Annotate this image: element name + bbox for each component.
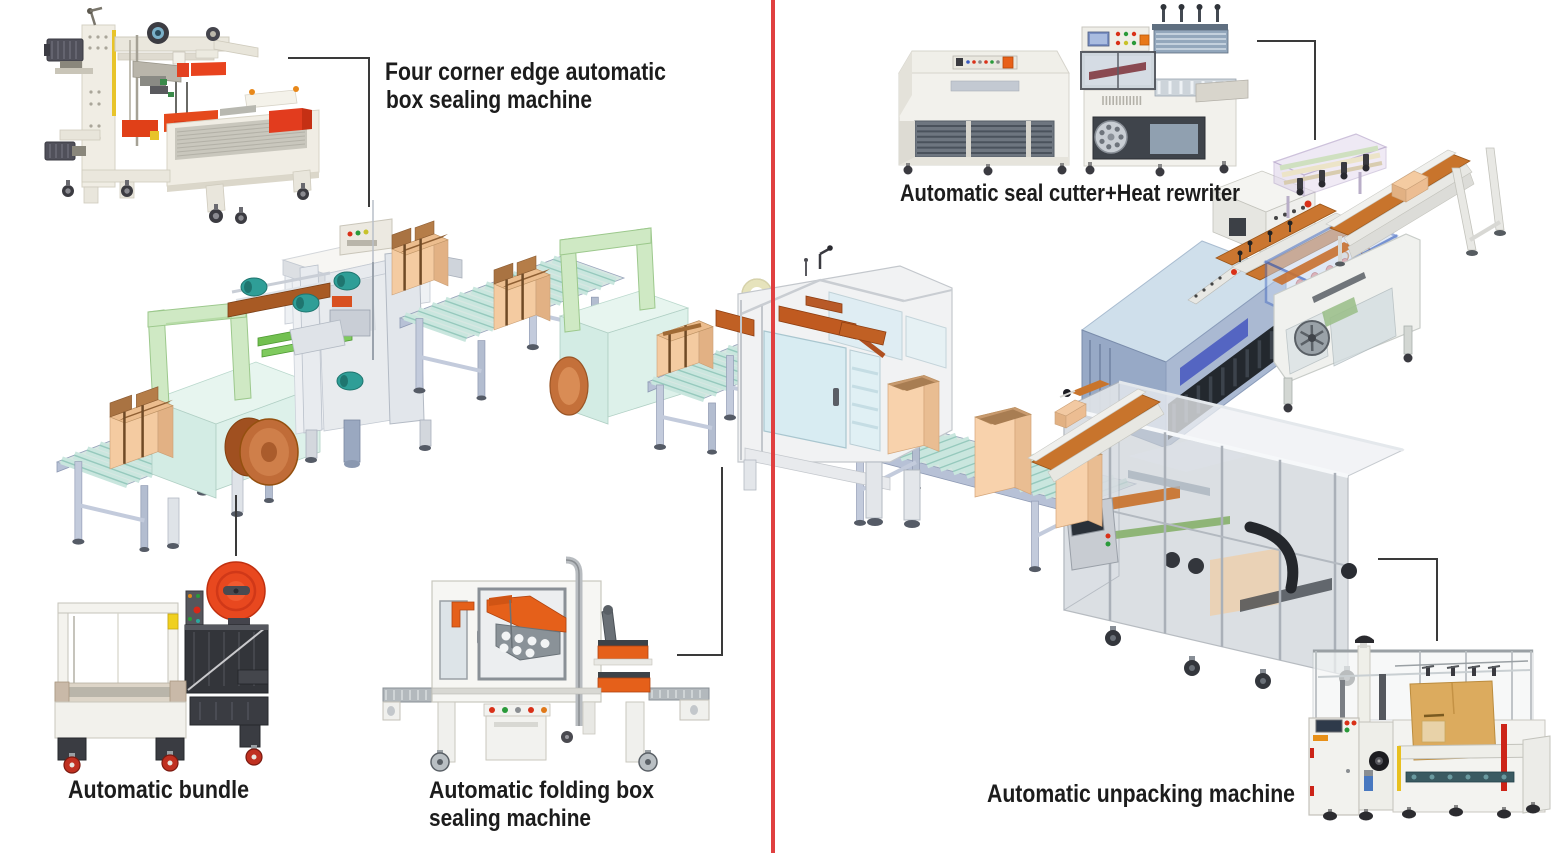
svg-text:Automatic unpacking machine: Automatic unpacking machine xyxy=(987,780,1295,808)
svg-text:Automatic folding box: Automatic folding box xyxy=(429,777,655,804)
svg-text:Automatic bundle: Automatic bundle xyxy=(68,776,249,804)
svg-text:sealing machine: sealing machine xyxy=(429,805,591,832)
svg-text:Automatic seal cutter+Heat rew: Automatic seal cutter+Heat rewriter xyxy=(900,180,1240,207)
svg-text:box sealing machine: box sealing machine xyxy=(386,86,592,114)
svg-text:Four corner edge automatic: Four corner edge automatic xyxy=(385,58,666,86)
